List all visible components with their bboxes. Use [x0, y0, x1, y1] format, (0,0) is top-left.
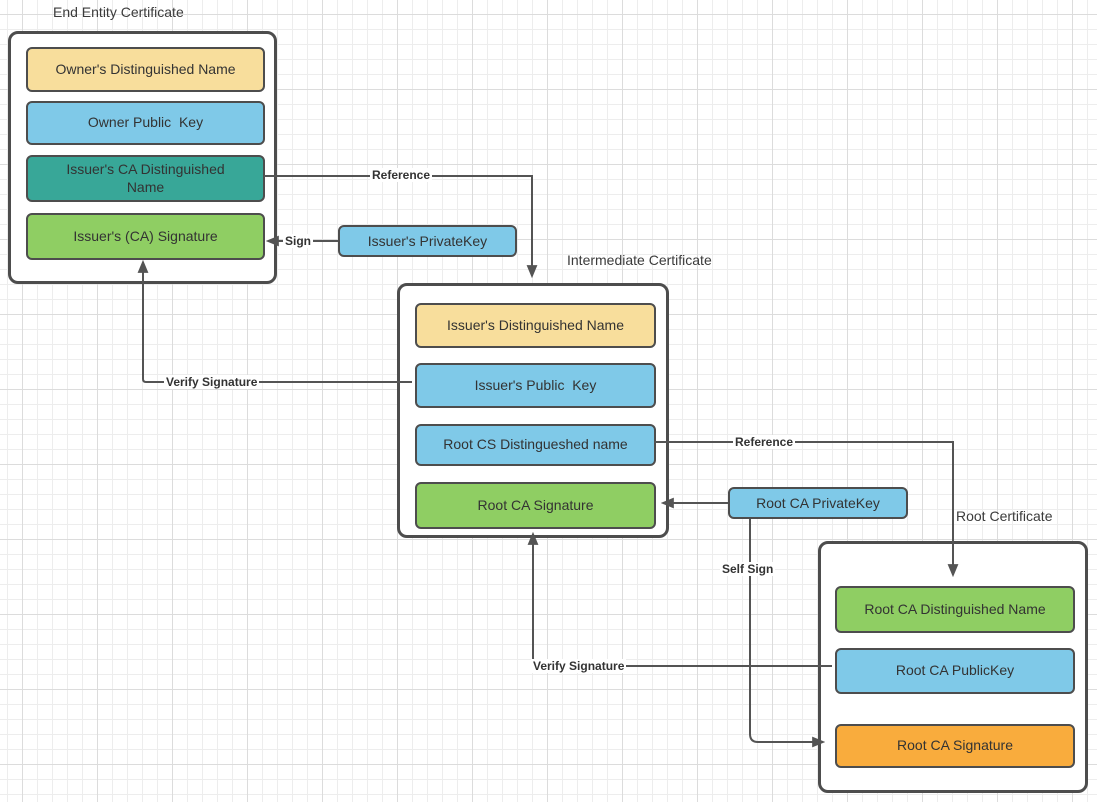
edge-label-reference-2: Reference: [733, 435, 796, 449]
intermediate-certificate-container: Issuer's Distinguished Name Issuer's Pub…: [397, 283, 669, 538]
edge-label-self-sign: Self Sign: [720, 562, 776, 576]
end-entity-certificate-container: Owner's Distinguished Name Owner Public …: [8, 31, 277, 284]
verify-signature-arrow-intermediate: [527, 531, 832, 667]
root-certificate-container: Root CA Distinguished Name Root CA Publi…: [818, 541, 1088, 793]
field-root-ca-distinguished-name: Root CA Distinguished Name: [835, 586, 1075, 633]
field-issuers-distinguished-name: Issuer's Distinguished Name: [415, 303, 656, 348]
field-issuers-ca-distinguished-name: Issuer's CA Distinguished Name: [26, 155, 265, 202]
edge-label-reference-1: Reference: [370, 168, 433, 182]
field-root-ca-signature-root: Root CA Signature: [835, 724, 1075, 768]
self-sign-arrow: [749, 519, 826, 748]
field-owner-public-key: Owner Public Key: [26, 101, 265, 145]
issuers-privatekey-box: Issuer's PrivateKey: [338, 225, 517, 257]
field-issuers-public-key: Issuer's Public Key: [415, 363, 656, 408]
edge-label-sign: Sign: [283, 234, 313, 248]
root-certificate-title: Root Certificate: [956, 508, 1053, 524]
field-owners-distinguished-name: Owner's Distinguished Name: [26, 47, 265, 92]
field-issuers-ca-signature: Issuer's (CA) Signature: [26, 213, 265, 260]
intermediate-certificate-title: Intermediate Certificate: [567, 252, 712, 268]
edge-label-verify-signature-1: Verify Signature: [164, 375, 260, 389]
end-entity-certificate-title: End Entity Certificate: [53, 4, 184, 20]
edge-label-verify-signature-2: Verify Signature: [531, 659, 627, 673]
root-ca-privatekey-box: Root CA PrivateKey: [728, 487, 908, 519]
field-root-ca-publickey: Root CA PublicKey: [835, 648, 1075, 694]
field-root-cs-distingueshed-name: Root CS Distingueshed name: [415, 424, 656, 466]
field-root-ca-signature-intermediate: Root CA Signature: [415, 482, 656, 529]
